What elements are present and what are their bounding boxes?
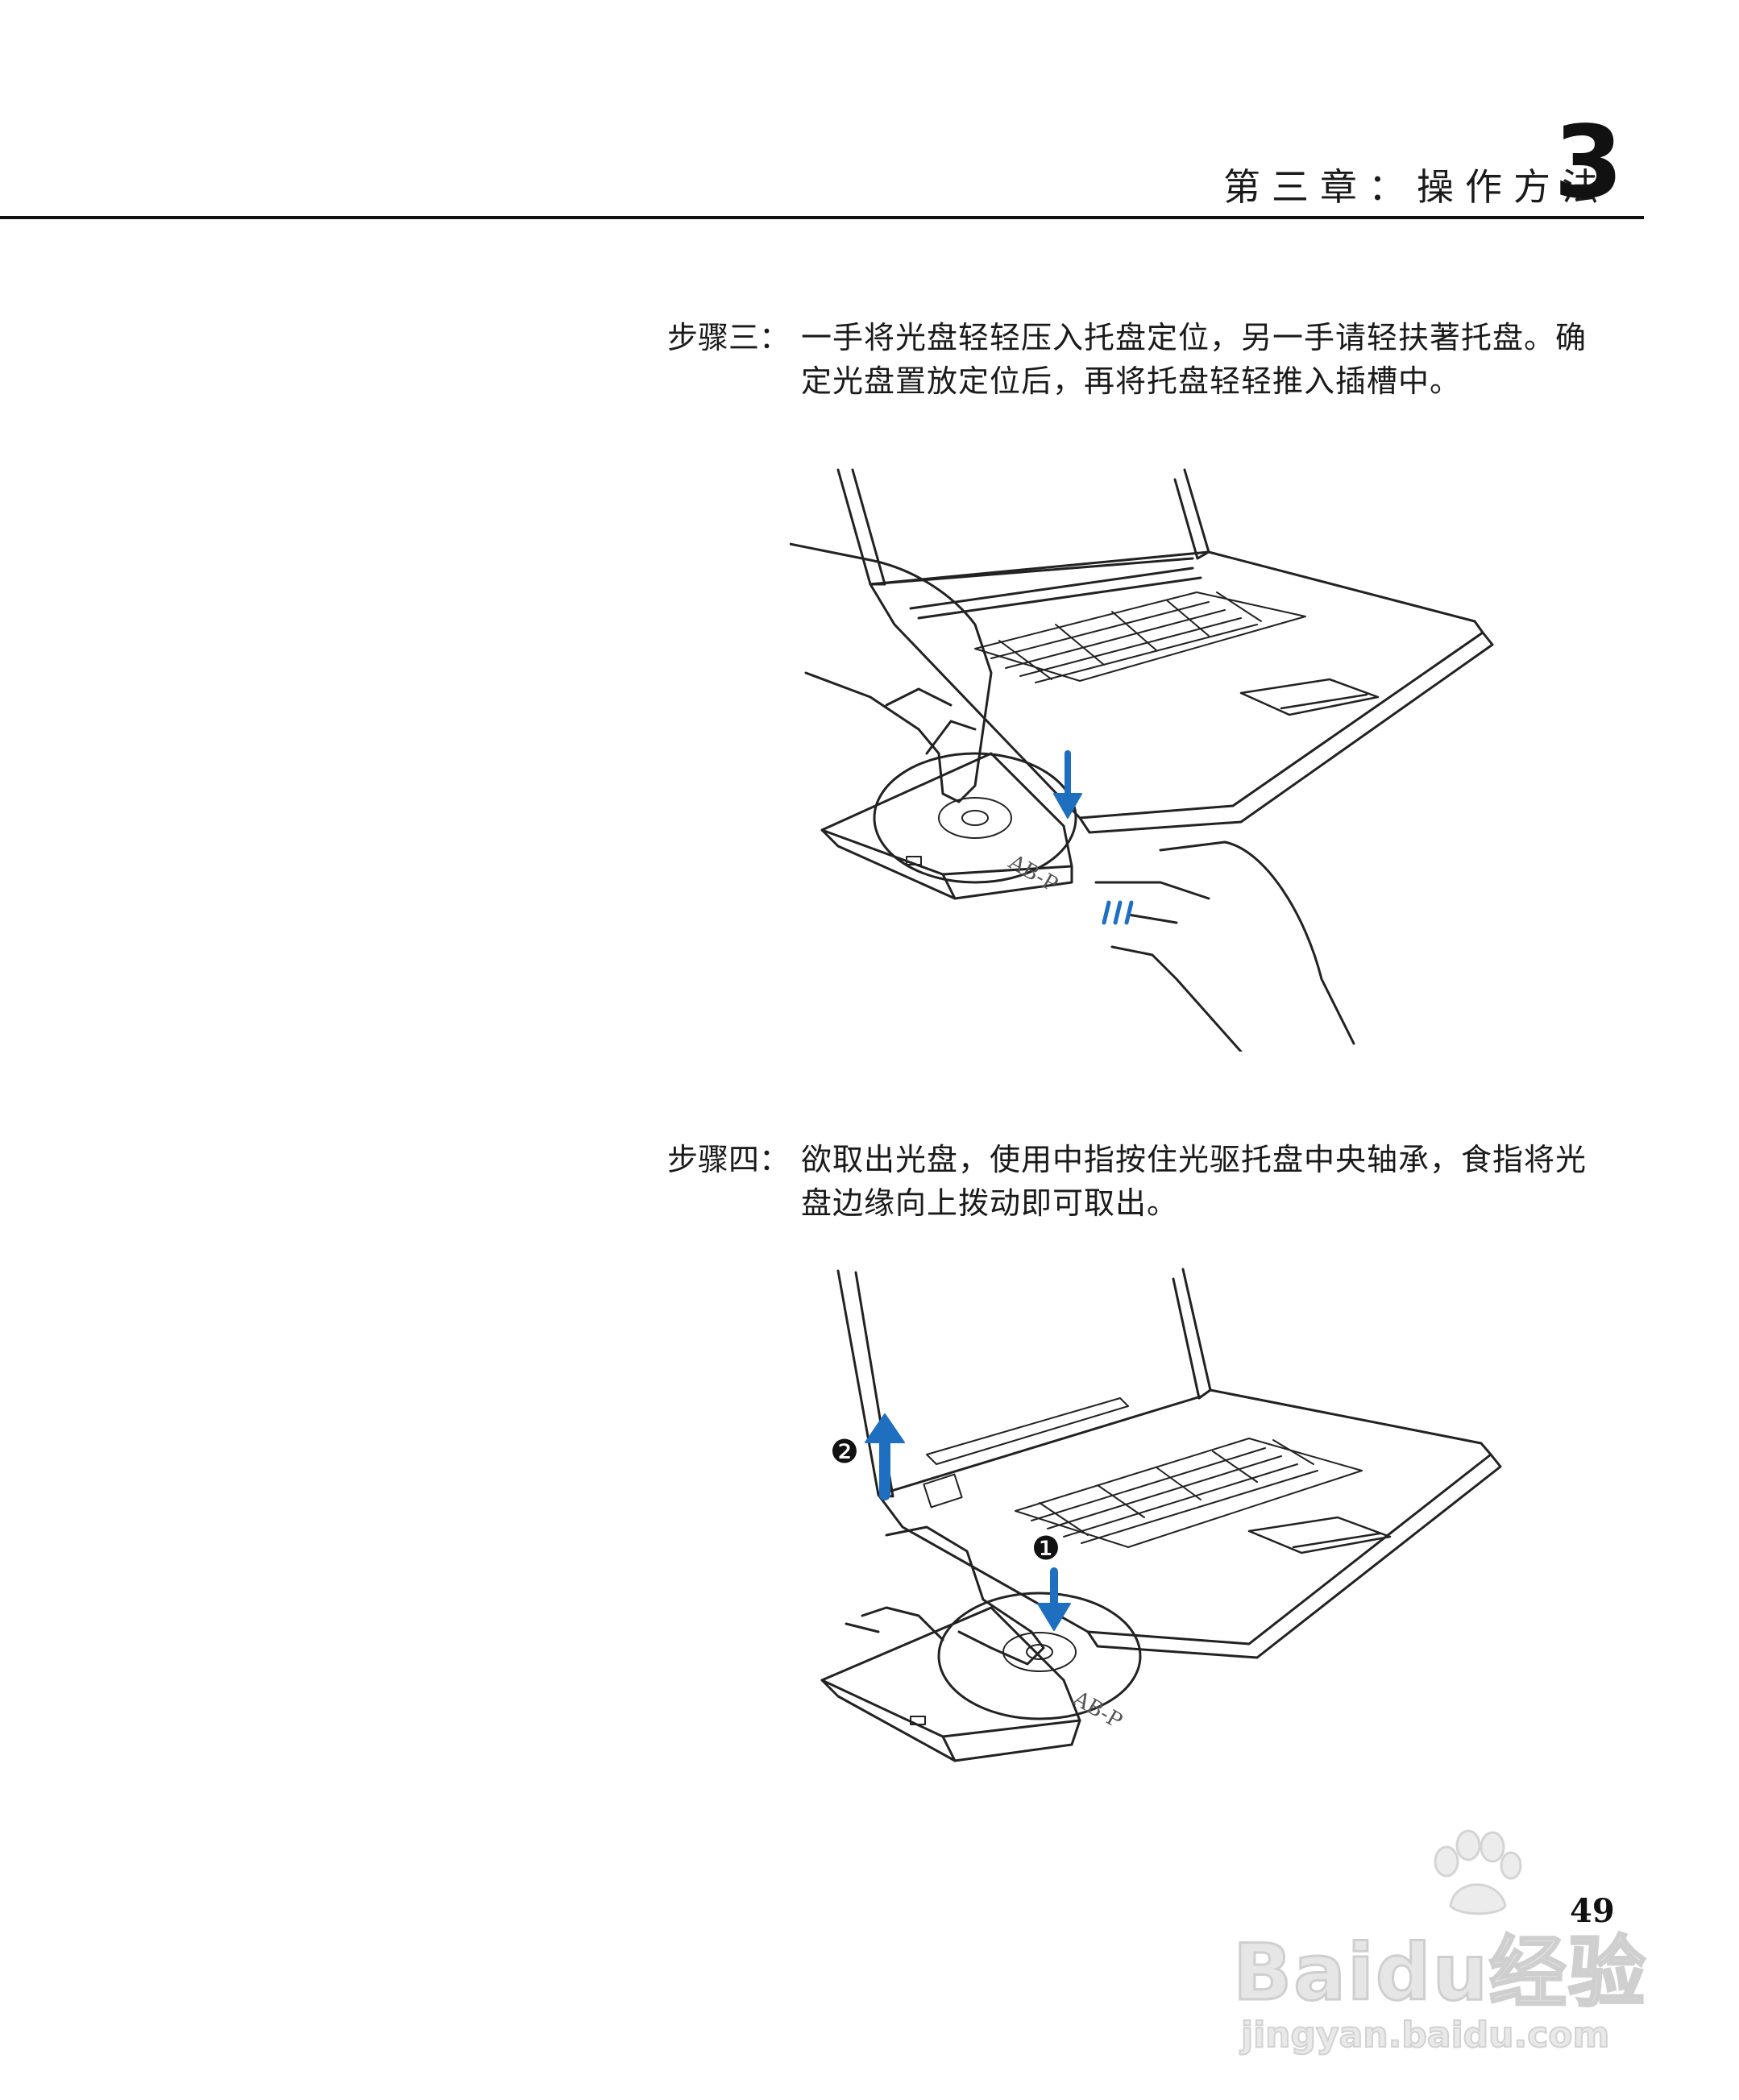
chapter-number: 3 xyxy=(1554,105,1624,221)
callout-2: ❷ xyxy=(830,1434,859,1471)
chapter-title: 第三章：操作方法 xyxy=(1223,165,1610,209)
step-four-text: 欲取出光盘，使用中指按住光驱托盘中央轴承，食指将光盘边缘向上拨动即可取出。 xyxy=(801,1142,1588,1221)
figure-remove-disc: AB-P ❶ ❷ xyxy=(798,1261,1507,1809)
push-arrow xyxy=(1037,1567,1071,1631)
touchpad xyxy=(1239,678,1380,716)
step-four-label: 步骤四： xyxy=(667,1142,791,1177)
step-three-label: 步骤三： xyxy=(667,320,791,355)
hand-removing xyxy=(845,1525,1045,1666)
watermark-brand: Baidu经验 xyxy=(1232,1927,1647,2019)
keyboard xyxy=(974,591,1306,683)
hand-supporting xyxy=(1094,840,1355,1052)
disc: AB-P xyxy=(937,1592,1142,1733)
disc-tray xyxy=(820,752,1073,900)
laptop-screen xyxy=(836,1268,1212,1498)
disc-tray xyxy=(820,1606,1081,1762)
paw-icon xyxy=(1434,1829,1522,1915)
laptop-base xyxy=(877,1388,1502,1659)
laptop-base xyxy=(869,550,1494,834)
step-three-text: 一手将光盘轻轻压入托盘定位，另一手请轻扶著托盘。确定光盘置放定位后，再将托盘轻轻… xyxy=(801,320,1588,399)
watermark-url: jingyan.baidu.com xyxy=(1240,2014,1610,2056)
press-arrow xyxy=(1053,750,1134,925)
page-number: 49 xyxy=(1570,1892,1615,1930)
hand-pressing xyxy=(790,542,993,803)
header-rule xyxy=(0,216,1644,219)
baidu-watermark: Baidu经验 jingyan.baidu.com xyxy=(1232,1829,1652,2071)
figure-insert-disc: AB-P xyxy=(790,463,1499,1052)
touchpad xyxy=(1247,1516,1392,1554)
keyboard xyxy=(1015,1438,1363,1548)
lift-arrow xyxy=(865,1413,905,1500)
callout-1: ❶ xyxy=(1031,1530,1060,1567)
